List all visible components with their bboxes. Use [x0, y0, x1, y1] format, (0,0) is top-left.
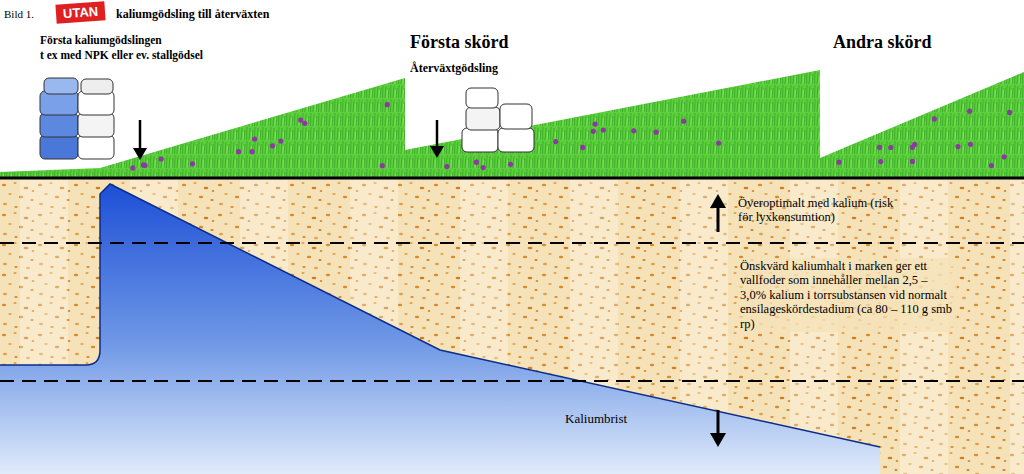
level-note: Kaliumbrist	[565, 412, 627, 427]
flower	[444, 164, 449, 169]
flower	[888, 145, 893, 150]
flower	[1007, 110, 1012, 115]
flower	[142, 163, 147, 168]
flower	[270, 143, 275, 148]
flower	[681, 119, 686, 124]
flower	[1002, 154, 1007, 159]
flower	[580, 145, 585, 150]
flower	[877, 145, 882, 150]
flower	[654, 130, 659, 135]
figure-number: Bild 1.	[4, 8, 34, 21]
flower	[878, 159, 883, 164]
flower	[553, 139, 558, 144]
soil-stripe	[1010, 180, 1024, 474]
flower	[302, 121, 307, 126]
red-tag-box: UTAN	[55, 1, 105, 23]
flower	[474, 160, 479, 165]
flower	[631, 128, 636, 133]
flower	[989, 163, 994, 168]
flower	[601, 127, 606, 132]
flower	[130, 165, 135, 170]
flower	[955, 144, 960, 149]
flower	[252, 136, 257, 141]
flower	[508, 162, 513, 167]
figure-title: kaliumgödsling till återväxten	[116, 8, 269, 22]
flower	[236, 149, 241, 154]
flower	[278, 138, 283, 143]
flower	[481, 165, 486, 170]
harvest-heading: Första skörd	[410, 32, 509, 53]
flower	[159, 156, 164, 161]
flower	[380, 163, 385, 168]
flower	[910, 159, 915, 164]
flower	[716, 141, 721, 146]
tag-text: UTAN	[63, 4, 99, 21]
flower	[593, 122, 598, 127]
flower	[591, 129, 596, 134]
fertilizer-note: Första kaliumgödslingen	[40, 34, 162, 47]
flower	[968, 142, 973, 147]
flower	[385, 102, 390, 107]
flower	[250, 149, 255, 154]
fertilizer-note: Återväxtgödsling	[410, 62, 498, 76]
flower	[912, 142, 917, 147]
flower	[932, 116, 937, 121]
level-note: Överoptimalt med kalium (risk för lyxkon…	[738, 196, 906, 225]
harvest-heading: Andra skörd	[833, 32, 932, 53]
level-note: Önskvärd kaliumhalt i marken ger ett val…	[738, 258, 957, 332]
flower	[298, 118, 303, 123]
fertilizer-note: t ex med NPK eller ev. stallgödsel	[40, 49, 203, 62]
flower	[967, 109, 972, 114]
flower	[190, 161, 195, 166]
flower	[836, 160, 841, 165]
